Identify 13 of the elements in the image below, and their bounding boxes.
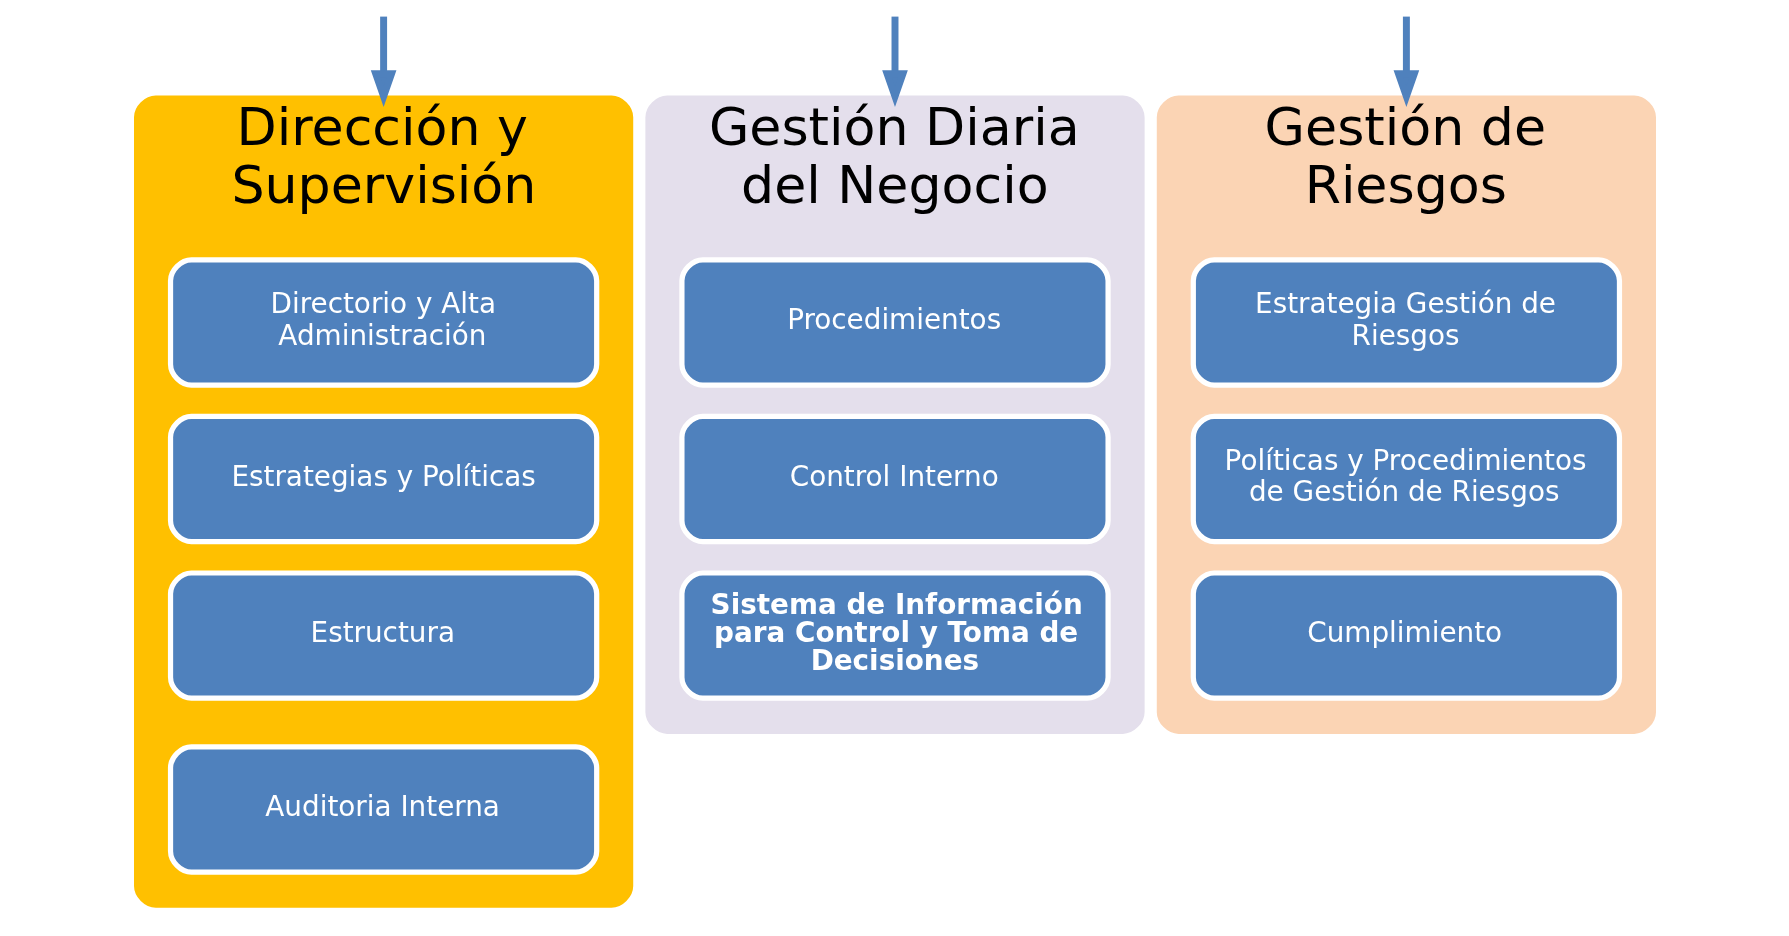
node-box: Estrategia Gestión de Riesgos bbox=[1190, 257, 1622, 388]
node-box: Políticas y Procedimientos de Gestión de Riesgos bbox=[1190, 413, 1622, 545]
arrow bbox=[370, 16, 396, 107]
node-box: Cumplimiento bbox=[1190, 570, 1622, 701]
arrow bbox=[1393, 16, 1419, 107]
arrow bbox=[881, 16, 908, 107]
node-box: Control Interno bbox=[678, 413, 1111, 545]
node-box: Sistema de Información para Control y Toma de Decisiones bbox=[678, 570, 1111, 701]
node-box: Estrategias y Políticas bbox=[167, 413, 599, 545]
node-box: Procedimientos bbox=[678, 257, 1111, 388]
node-box: Directorio y Alta Administración bbox=[167, 257, 599, 388]
node-box: Estructura bbox=[167, 570, 599, 701]
node-box: Auditoria Interna bbox=[167, 744, 599, 875]
